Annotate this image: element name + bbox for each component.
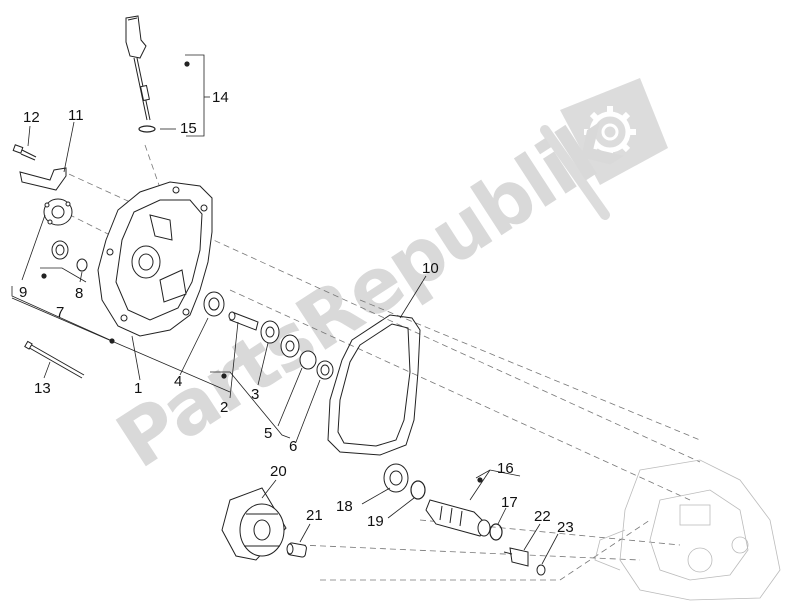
part-10-gasket [327,314,421,456]
part-1-crankcase-cover [97,181,213,337]
part-7-bushing [51,240,69,260]
callout-7: 7 [56,304,65,321]
callout-20: 20 [270,463,287,480]
callout-22: 22 [534,508,551,525]
part-15-o-ring [138,125,156,133]
part-6-seal [299,350,334,380]
callout-6: 6 [289,438,298,455]
guide-lines [59,144,701,581]
callout-14: 14 [212,89,229,106]
callout-13: 13 [34,380,51,397]
callout-1: 1 [134,380,143,397]
part-13-stud [24,340,85,379]
callout-23: 23 [557,519,574,536]
callout-3: 3 [251,386,260,403]
part-20-oil-filter [221,487,287,561]
part-23-washer [536,564,546,576]
part-19-o-ring [410,480,426,500]
part-4-seal [203,291,225,317]
part-10-gasket-inner [337,323,411,447]
part-11-bracket [19,167,67,191]
part-14-dipstick [125,15,151,121]
part-9-flange [43,198,73,226]
leader-lines [11,54,559,565]
part-22-sensor [503,547,529,567]
engine-sketch [594,459,781,601]
callout-2: 2 [220,399,229,416]
part-21-nipple [286,542,307,558]
part-16-strainer [425,499,491,537]
callout-21: 21 [306,507,323,524]
callout-5: 5 [264,425,273,442]
callout-19: 19 [367,513,384,530]
part-5-bearing [280,334,300,358]
part-17-o-ring [489,523,503,541]
callout-18: 18 [336,498,353,515]
watermark-gear-badge [540,78,668,220]
callout-4: 4 [174,373,183,390]
callout-12: 12 [23,109,40,126]
part-12-bolt [12,144,37,161]
callout-16: 16 [497,460,514,477]
callout-10: 10 [422,260,439,277]
part-2-shaft [228,311,259,331]
callout-8: 8 [75,285,84,302]
part-18-plug [383,463,409,493]
callout-17: 17 [501,494,518,511]
callout-15: 15 [180,120,197,137]
part-3-bearing [260,320,280,344]
callout-9: 9 [19,284,28,301]
callout-11: 11 [68,107,84,124]
part-8-ring [76,258,88,272]
